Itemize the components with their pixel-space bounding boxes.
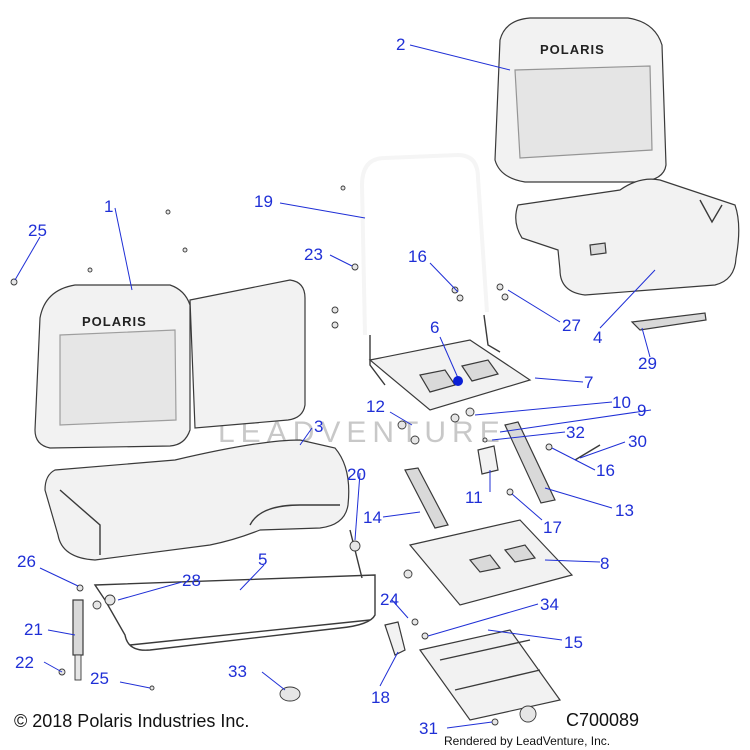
callout-5: 5	[258, 550, 267, 569]
bracket-29	[630, 312, 707, 331]
seat-back-frame	[359, 152, 489, 336]
callout-29: 29	[638, 354, 657, 373]
callout-34: 34	[540, 595, 559, 614]
callout-33: 33	[228, 662, 247, 681]
seat-base-plate	[368, 314, 532, 411]
callout-24: 24	[380, 590, 399, 609]
callout-19: 19	[254, 192, 273, 211]
callout-4: 4	[593, 328, 602, 347]
seat-cushion-upper	[515, 178, 740, 296]
seat-cushion-lower	[44, 439, 350, 561]
callout-26: 26	[17, 552, 36, 571]
figure-code: C700089	[566, 710, 640, 730]
leader-lines	[14, 44, 656, 729]
spring	[574, 444, 601, 461]
callout-25-upper: 25	[28, 221, 47, 240]
copyright-notice: © 2018 Polaris Industries Inc.	[14, 711, 250, 731]
cap	[279, 686, 301, 702]
callout-10: 10	[612, 393, 631, 412]
seat-back-lower: POLARIS	[34, 279, 306, 449]
callout-16-lower: 16	[596, 461, 615, 480]
callout-8: 8	[600, 554, 609, 573]
callout-20: 20	[347, 465, 366, 484]
callout-32: 32	[566, 423, 585, 442]
callouts: 1 2 3 4 5 6 7 8 9 10 11 12 13 14 15 16 1…	[15, 35, 657, 738]
callout-2: 2	[396, 35, 405, 54]
callout-3: 3	[314, 417, 323, 436]
callout-22: 22	[15, 653, 34, 672]
mounting-plate	[408, 519, 574, 606]
seat-rail-left	[404, 467, 449, 529]
callout-14: 14	[363, 508, 382, 527]
callout-21: 21	[24, 620, 43, 639]
callout-27: 27	[562, 316, 581, 335]
seat-frame	[93, 529, 376, 651]
slider-base	[418, 629, 562, 723]
gas-strut	[72, 599, 84, 681]
callout-28: 28	[182, 571, 201, 590]
seat-back-upper: POLARIS	[494, 17, 667, 183]
latch	[477, 445, 499, 475]
callout-15: 15	[564, 633, 583, 652]
callout-23: 23	[304, 245, 323, 264]
callout-6: 6	[430, 318, 439, 337]
seat-rail-right	[504, 421, 556, 504]
callout-17: 17	[543, 518, 562, 537]
callout-7: 7	[584, 373, 593, 392]
callout-18: 18	[371, 688, 390, 707]
callout-13: 13	[615, 501, 634, 520]
callout-31: 31	[419, 719, 438, 738]
callout-30: 30	[628, 432, 647, 451]
rendered-by-credit: Rendered by LeadVenture, Inc.	[444, 734, 611, 748]
callout-16-upper: 16	[408, 247, 427, 266]
hardware	[10, 185, 553, 726]
callout-1: 1	[104, 197, 113, 216]
marker-dot	[453, 376, 463, 386]
callout-11: 11	[465, 488, 483, 507]
brand-logo-lower: POLARIS	[82, 314, 147, 329]
callout-9: 9	[637, 401, 646, 420]
callout-25-lower: 25	[90, 669, 109, 688]
brand-logo-upper: POLARIS	[540, 42, 605, 57]
callout-12: 12	[366, 397, 385, 416]
bracket-18	[384, 621, 406, 656]
